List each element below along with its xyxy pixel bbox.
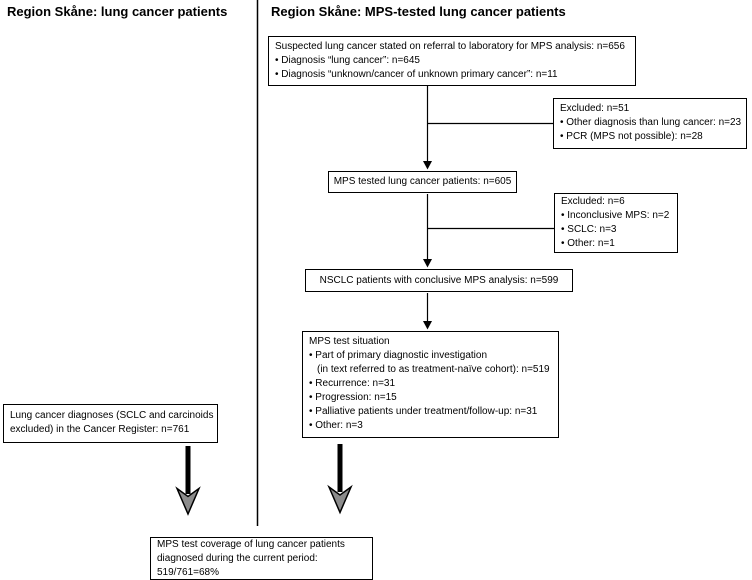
- box-test-situation: MPS test situation • Part of primary dia…: [302, 331, 559, 438]
- box-line: • Inconclusive MPS: n=2: [561, 210, 670, 221]
- connector-arrowhead-icon: [423, 161, 432, 170]
- big-arrowhead-icon: [175, 486, 201, 516]
- box-line: Excluded: n=6: [561, 196, 625, 207]
- box-line: • Other diagnosis than lung cancer: n=23: [560, 117, 742, 128]
- box-nsclc-conclusive: NSCLC patients with conclusive MPS analy…: [305, 269, 573, 292]
- box-line: NSCLC patients with conclusive MPS analy…: [319, 274, 559, 286]
- box-line: • PCR (MPS not possible): n=28: [560, 131, 703, 142]
- box-line: • Diagnosis “lung cancer”: n=645: [275, 55, 420, 66]
- big-arrowhead-icon: [327, 484, 353, 515]
- flow-arrow-register-to-coverage: [175, 446, 201, 516]
- box-line: excluded) in the Cancer Register: n=761: [10, 424, 190, 435]
- box-line: • Progression: n=15: [309, 392, 397, 403]
- box-line: • Diagnosis “unknown/cancer of unknown p…: [275, 69, 558, 80]
- box-line: Lung cancer diagnoses (SCLC and carcinoi…: [10, 410, 214, 421]
- box-line: MPS test situation: [309, 336, 390, 347]
- box-line: Suspected lung cancer stated on referral…: [275, 41, 625, 52]
- connector-arrowhead-icon: [423, 321, 432, 330]
- right-column-header: Region Skåne: MPS-tested lung cancer pat…: [271, 4, 566, 19]
- box-line: • Other: n=1: [561, 238, 615, 249]
- box-line: (in text referred to as treatment-naïve …: [317, 364, 550, 375]
- box-cancer-register: Lung cancer diagnoses (SCLC and carcinoi…: [3, 404, 218, 443]
- left-column-header: Region Skåne: lung cancer patients: [7, 4, 228, 19]
- box-excluded-referral: Excluded: n=51 • Other diagnosis than lu…: [553, 98, 747, 149]
- box-line: Excluded: n=51: [560, 103, 630, 114]
- box-line: • SCLC: n=3: [561, 224, 617, 235]
- box-mps-tested: MPS tested lung cancer patients: n=605: [328, 171, 517, 193]
- big-arrow-shaft: [185, 446, 191, 494]
- connector-arrowhead-icon: [423, 259, 432, 268]
- box-line: • Part of primary diagnostic investigati…: [309, 350, 488, 361]
- box-line: 519/761=68%: [157, 567, 220, 578]
- box-suspected-referrals: Suspected lung cancer stated on referral…: [268, 36, 636, 86]
- box-coverage-result: MPS test coverage of lung cancer patient…: [150, 537, 373, 580]
- box-line: • Other: n=3: [309, 420, 363, 431]
- box-line: MPS test coverage of lung cancer patient…: [157, 539, 345, 550]
- box-line: diagnosed during the current period:: [157, 553, 318, 564]
- big-arrow-shaft: [337, 444, 343, 492]
- box-line: MPS tested lung cancer patients: n=605: [333, 176, 512, 187]
- box-line: • Palliative patients under treatment/fo…: [309, 406, 538, 417]
- box-excluded-mps: Excluded: n=6 • Inconclusive MPS: n=2 • …: [554, 193, 678, 253]
- flow-arrow-situation-to-coverage: [327, 444, 353, 515]
- box-line: • Recurrence: n=31: [309, 378, 396, 389]
